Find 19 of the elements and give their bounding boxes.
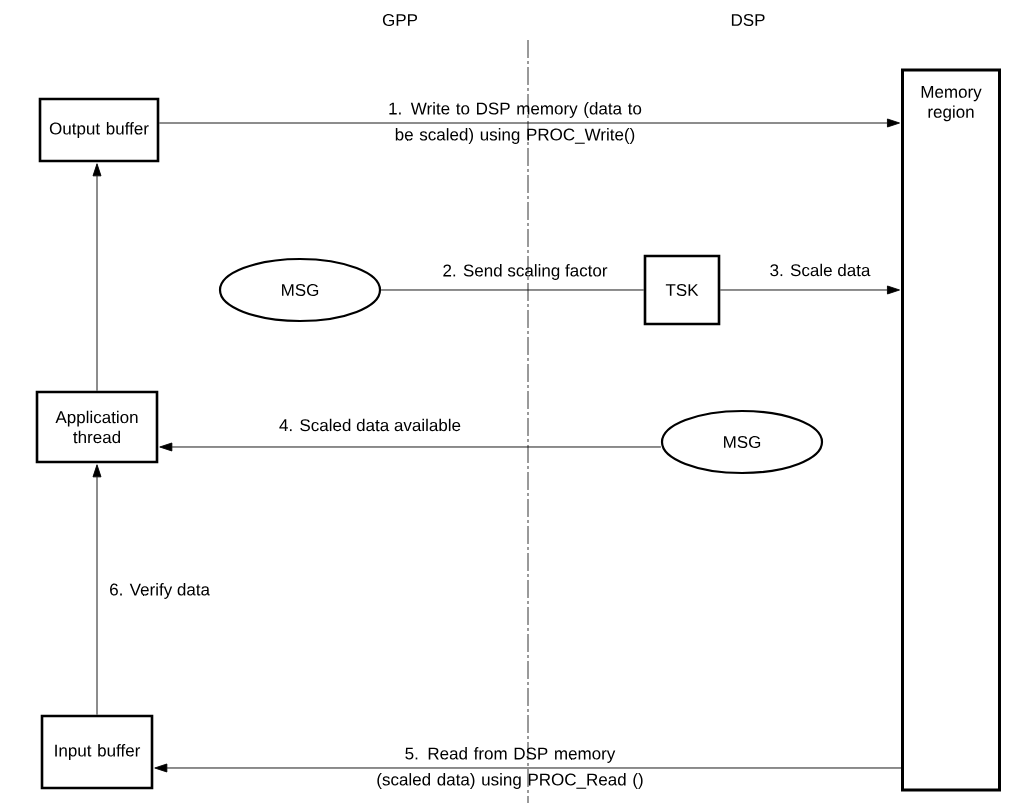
arrow (92, 163, 102, 392)
edge-label: 4. Scaled data available (279, 418, 461, 432)
arrow (154, 763, 902, 773)
edge-label: 6. Verify data (110, 583, 210, 599)
side-heading: DSP (731, 14, 765, 26)
side-heading: GPP (382, 14, 418, 26)
arrow (158, 118, 900, 128)
arrow (159, 442, 662, 452)
arrow (92, 464, 102, 716)
edge-label: 2. Send scaling factor (443, 264, 608, 280)
thread-box: Application thread (35, 390, 159, 464)
memory-region-box: Memory region (901, 68, 1001, 792)
edge-label: 5. Read from DSP memory (scaled data) using PROC_Read () (377, 747, 643, 789)
buffer-box: Output buffer (38, 97, 160, 163)
edge-label: 3. Scale data (770, 263, 871, 277)
task-box: TSK (643, 254, 721, 326)
arrow (719, 285, 900, 295)
edge-label: 1. Write to DSP memory (data to be scaled) using PROC_Write() (389, 102, 642, 144)
buffer-box: Input buffer (40, 714, 154, 790)
